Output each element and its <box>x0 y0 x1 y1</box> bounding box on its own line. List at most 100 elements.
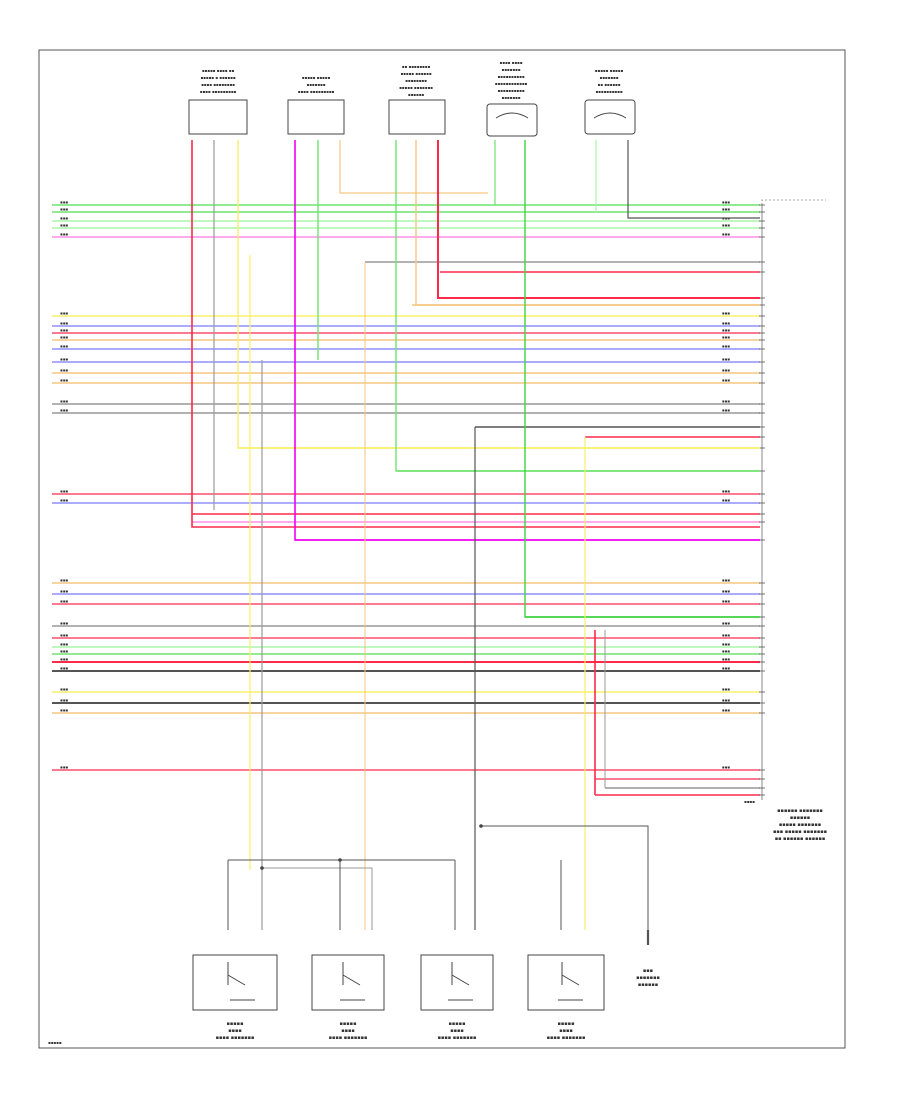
wire-label: ▪▪▪ <box>722 599 730 604</box>
bottom-component-3: ▪▪▪▪▪ ▪▪▪▪ ▪▪▪▪ ▪▪▪▪▪▪▪ <box>420 954 494 1041</box>
wire-label: ▪▪▪ <box>722 408 730 413</box>
svg-text:▪▪▪▪▪ ▪▪▪▪▪: ▪▪▪▪▪ ▪▪▪▪▪ <box>302 75 331 80</box>
wire-label: ▪▪▪ <box>60 765 68 770</box>
wire-label: ▪▪▪ <box>60 368 68 373</box>
wire-label: ▪▪▪ <box>60 698 68 703</box>
svg-text:▪▪▪▪▪▪ ▪▪▪▪▪▪▪: ▪▪▪▪▪▪ ▪▪▪▪▪▪▪ <box>777 808 823 814</box>
svg-text:▪▪ ▪▪▪▪▪▪ ▪▪▪▪▪▪: ▪▪ ▪▪▪▪▪▪ ▪▪▪▪▪▪ <box>775 836 826 842</box>
splice-points <box>260 824 483 870</box>
wire-label: ▪▪▪ <box>60 621 68 626</box>
wire-label: ▪▪▪ <box>722 200 730 205</box>
wire-label: ▪▪▪ <box>722 223 730 228</box>
svg-text:▪▪▪▪▪▪▪▪▪▪▪▪: ▪▪▪▪▪▪▪▪▪▪▪▪ <box>495 81 528 86</box>
svg-text:▪▪▪▪▪▪▪: ▪▪▪▪▪▪▪ <box>502 95 521 100</box>
wire-label: ▪▪▪ <box>60 708 68 713</box>
svg-text:▪▪▪▪ ▪▪▪▪▪▪▪▪▪: ▪▪▪▪ ▪▪▪▪▪▪▪▪▪ <box>200 89 237 94</box>
wire-label: ▪▪▪ <box>722 378 730 383</box>
svg-text:▪▪▪ ▪▪▪▪▪ ▪▪▪▪▪▪▪: ▪▪▪ ▪▪▪▪▪ ▪▪▪▪▪▪▪ <box>773 829 827 835</box>
svg-text:▪▪▪▪▪ ▪▪▪▪ ▪▪: ▪▪▪▪▪ ▪▪▪▪ ▪▪ <box>202 68 235 73</box>
wire-label: ▪▪▪ <box>722 311 730 316</box>
svg-text:▪▪▪▪▪ ▪▪▪▪▪▪▪: ▪▪▪▪▪ ▪▪▪▪▪▪▪ <box>399 85 433 90</box>
svg-text:▪▪▪▪ ▪▪▪▪▪▪▪▪: ▪▪▪▪ ▪▪▪▪▪▪▪▪ <box>201 82 235 87</box>
wire-53 <box>415 140 760 306</box>
wire-label: ▪▪▪ <box>722 621 730 626</box>
wire-label: ▪▪▪ <box>722 335 730 340</box>
wire-54 <box>437 140 760 299</box>
top-component-1: ▪▪▪▪▪ ▪▪▪▪ ▪▪ ▪▪▪▪▪ ▪ ▪▪▪▪▪▪ ▪▪▪▪ ▪▪▪▪▪▪… <box>188 68 248 135</box>
wire-label: ▪▪▪ <box>722 368 730 373</box>
wire-label: ▪▪▪ <box>722 399 730 404</box>
wire-label: ▪▪▪ <box>60 633 68 638</box>
svg-text:▪▪▪▪▪▪▪▪: ▪▪▪▪▪▪▪▪ <box>405 78 427 83</box>
wire-52 <box>395 140 760 472</box>
wire-label: ▪▪▪ <box>60 666 68 671</box>
top-component-4: ▪▪▪▪ ▪▪▪▪ ▪▪▪▪▪▪▪ ▪▪▪▪▪▪▪▪▪▪ ▪▪▪▪▪▪▪▪▪▪▪… <box>486 60 538 137</box>
svg-text:▪▪▪▪▪▪: ▪▪▪▪▪▪ <box>790 815 810 821</box>
svg-text:▪▪▪▪▪▪▪▪▪▪: ▪▪▪▪▪▪▪▪▪▪ <box>497 88 524 93</box>
svg-text:▪▪▪▪ ▪▪▪▪▪▪▪: ▪▪▪▪ ▪▪▪▪▪▪▪ <box>547 1035 586 1041</box>
svg-text:▪▪▪▪ ▪▪▪▪: ▪▪▪▪ ▪▪▪▪ <box>500 60 523 65</box>
svg-text:▪▪▪▪▪▪▪: ▪▪▪▪▪▪▪ <box>636 975 660 981</box>
wire-label: ▪▪▪ <box>722 232 730 237</box>
svg-text:▪▪▪▪ ▪▪▪▪▪▪▪: ▪▪▪▪ ▪▪▪▪▪▪▪ <box>438 1035 477 1041</box>
bottom-components: ▪▪▪▪▪ ▪▪▪▪ ▪▪▪▪ ▪▪▪▪▪▪▪ ▪▪▪▪▪ ▪▪▪▪ ▪▪▪▪ … <box>192 954 660 1041</box>
diagram-code: ▪▪▪▪▪ <box>48 1040 62 1045</box>
wire-58 <box>627 140 760 219</box>
wire-label: ▪▪▪ <box>60 649 68 654</box>
svg-text:▪▪▪▪▪▪▪: ▪▪▪▪▪▪▪ <box>502 67 521 72</box>
svg-text:▪▪▪▪: ▪▪▪▪ <box>228 1028 242 1034</box>
control-module-connector: ▪▪▪▪ ▪▪▪▪▪▪ ▪▪▪▪▪▪▪ ▪▪▪▪▪▪ ▪▪▪▪▪ ▪▪▪▪▪▪▪… <box>744 199 827 842</box>
svg-text:▪▪▪▪▪▪: ▪▪▪▪▪▪ <box>408 92 425 97</box>
svg-text:▪▪▪: ▪▪▪ <box>643 968 653 974</box>
wire-label: ▪▪▪ <box>60 657 68 662</box>
top-component-2: ▪▪▪▪▪ ▪▪▪▪▪ ▪▪▪▪▪▪▪ ▪▪▪▪ ▪▪▪▪▪▪▪▪▪ <box>287 75 345 135</box>
top-component-3: ▪▪ ▪▪▪▪▪▪▪▪ ▪▪▪▪▪ ▪▪▪▪▪▪ ▪▪▪▪▪▪▪▪ ▪▪▪▪▪ … <box>388 64 446 135</box>
diagram-frame <box>38 49 846 1049</box>
wire-label: ▪▪▪ <box>60 216 68 221</box>
svg-text:▪▪▪▪: ▪▪▪▪ <box>744 799 755 804</box>
wire-label: ▪▪▪ <box>722 321 730 326</box>
wire-label: ▪▪▪ <box>722 344 730 349</box>
wire-label: ▪▪▪ <box>722 765 730 770</box>
wire-68 <box>262 867 373 930</box>
wire-label: ▪▪▪ <box>722 698 730 703</box>
wire-66 <box>481 825 649 940</box>
wire-49 <box>294 140 760 541</box>
svg-text:▪▪ ▪▪▪▪▪▪: ▪▪ ▪▪▪▪▪▪ <box>598 82 621 87</box>
wire-label: ▪▪▪ <box>60 399 68 404</box>
wire-label: ▪▪▪ <box>60 207 68 212</box>
svg-text:▪▪▪▪▪▪: ▪▪▪▪▪▪ <box>638 982 658 988</box>
svg-text:▪▪▪▪▪: ▪▪▪▪▪ <box>227 1021 244 1027</box>
top-components: ▪▪▪▪▪ ▪▪▪▪ ▪▪ ▪▪▪▪▪ ▪ ▪▪▪▪▪▪ ▪▪▪▪ ▪▪▪▪▪▪… <box>188 60 636 137</box>
svg-text:▪▪▪▪▪ ▪▪▪▪▪▪▪: ▪▪▪▪▪ ▪▪▪▪▪▪▪ <box>779 822 821 828</box>
svg-text:▪▪▪▪▪: ▪▪▪▪▪ <box>558 1021 575 1027</box>
ground-symbol: ▪▪▪ ▪▪▪▪▪▪▪ ▪▪▪▪▪▪ <box>636 968 660 988</box>
wire-label: ▪▪▪ <box>722 687 730 692</box>
bottom-component-4: ▪▪▪▪▪ ▪▪▪▪ ▪▪▪▪ ▪▪▪▪▪▪▪ <box>527 954 605 1041</box>
wire-label: ▪▪▪ <box>60 311 68 316</box>
bottom-component-2: ▪▪▪▪▪ ▪▪▪▪ ▪▪▪▪ ▪▪▪▪▪▪▪ <box>311 954 385 1041</box>
wire-46 <box>191 140 760 528</box>
wire-label: ▪▪▪ <box>60 328 68 333</box>
wire-label: ▪▪▪ <box>722 357 730 362</box>
wire-label: ▪▪▪ <box>722 657 730 662</box>
wire-label: ▪▪▪ <box>60 489 68 494</box>
wire-label: ▪▪▪ <box>722 589 730 594</box>
wire-label: ▪▪▪ <box>60 344 68 349</box>
wire-label: ▪▪▪ <box>60 223 68 228</box>
top-component-5: ▪▪▪▪▪ ▪▪▪▪▪ ▪▪▪▪▪▪▪ ▪▪ ▪▪▪▪▪▪ ▪▪▪▪▪▪▪▪▪▪ <box>584 68 636 135</box>
wire-label: ▪▪▪ <box>60 578 68 583</box>
wire-label: ▪▪▪ <box>722 578 730 583</box>
wire-label: ▪▪▪ <box>60 232 68 237</box>
svg-text:▪▪▪▪: ▪▪▪▪ <box>559 1028 573 1034</box>
wire-group: ▪▪▪▪▪▪▪▪▪▪▪▪▪▪▪▪▪▪▪▪▪▪▪▪▪▪▪▪▪▪▪▪▪▪▪▪▪▪▪▪… <box>52 140 765 945</box>
svg-text:▪▪ ▪▪▪▪▪▪▪▪: ▪▪ ▪▪▪▪▪▪▪▪ <box>402 64 431 69</box>
wire-label: ▪▪▪ <box>722 328 730 333</box>
svg-text:▪▪▪▪: ▪▪▪▪ <box>450 1028 464 1034</box>
wire-label: ▪▪▪ <box>722 649 730 654</box>
svg-text:▪▪▪▪ ▪▪▪▪▪▪▪▪▪: ▪▪▪▪ ▪▪▪▪▪▪▪▪▪ <box>298 89 335 94</box>
wire-label: ▪▪▪ <box>60 687 68 692</box>
svg-text:▪▪▪▪▪ ▪▪▪▪▪: ▪▪▪▪▪ ▪▪▪▪▪ <box>595 68 624 73</box>
